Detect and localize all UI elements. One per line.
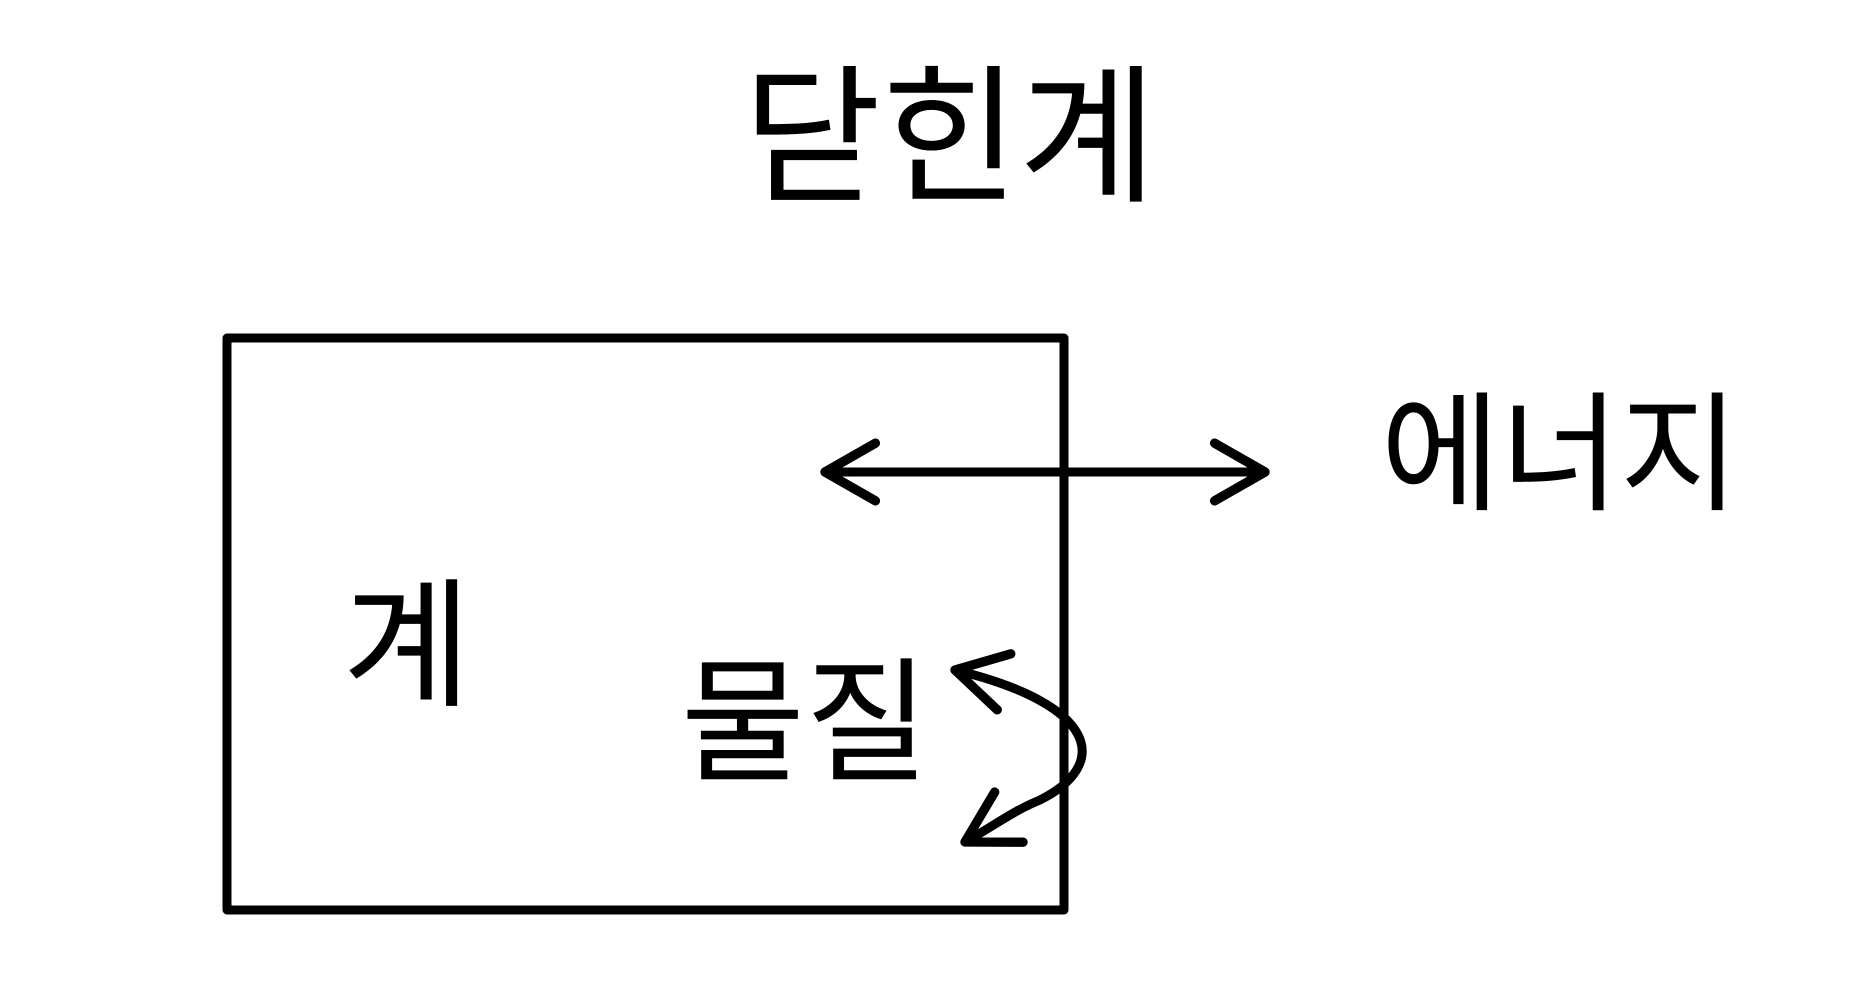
diagram-title: 닫힌계 bbox=[743, 52, 1157, 226]
energy-label: 에너지 bbox=[1381, 379, 1740, 531]
matter-label: 물질 bbox=[681, 645, 929, 802]
matter-reflect-arrow bbox=[950, 649, 1087, 847]
system-boundary-box bbox=[222, 333, 1069, 915]
system-label: 계 bbox=[343, 566, 472, 729]
